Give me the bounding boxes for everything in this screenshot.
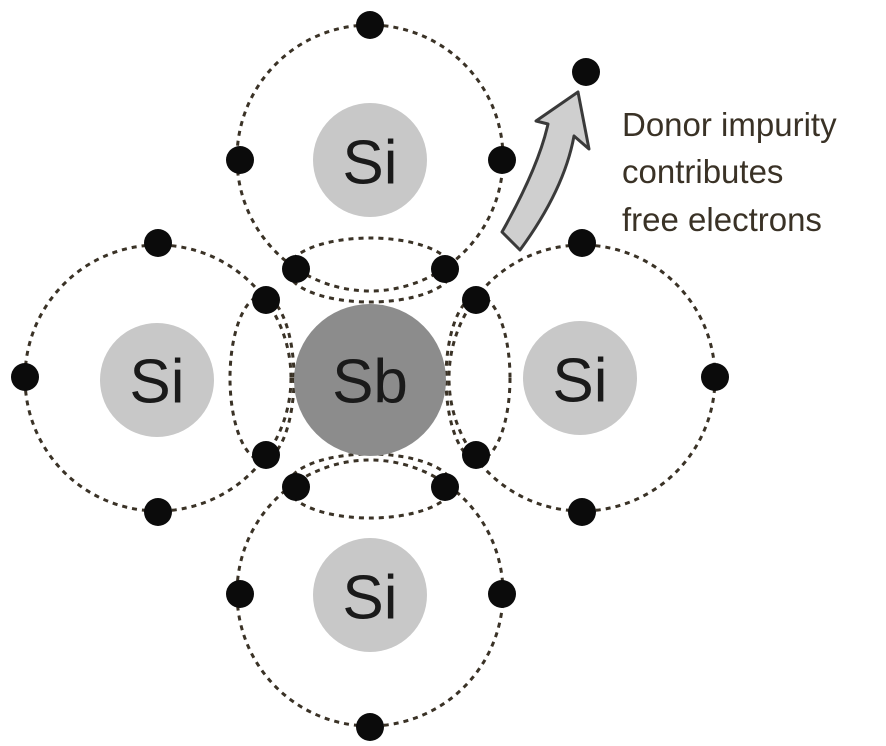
electron xyxy=(568,498,596,526)
bond-electron xyxy=(431,473,459,501)
electron xyxy=(11,363,39,391)
free-electron-arrow xyxy=(500,90,591,252)
electron xyxy=(568,229,596,257)
atom-right-si xyxy=(523,321,637,435)
electron xyxy=(226,146,254,174)
electrons xyxy=(11,11,729,741)
atom-bottom-si xyxy=(313,538,427,652)
bond-electron xyxy=(282,255,310,283)
atom-label-left: Si xyxy=(129,348,184,417)
bond-orbit-top xyxy=(286,236,454,304)
electron xyxy=(488,580,516,608)
bond-electron xyxy=(252,286,280,314)
bond-electron xyxy=(462,286,490,314)
electron xyxy=(356,11,384,39)
atom-label-right: Si xyxy=(552,347,607,416)
bond-electron xyxy=(282,473,310,501)
atom-label-center: Sb xyxy=(332,348,408,417)
orbit-left-si xyxy=(23,243,293,513)
caption-line-2: contributes xyxy=(622,153,783,190)
bond-orbit-left xyxy=(228,294,296,462)
caption: Donor impurity contributes free electron… xyxy=(622,106,837,238)
atom-top-si xyxy=(313,103,427,217)
electron xyxy=(144,229,172,257)
bond-electron xyxy=(252,441,280,469)
free-electron xyxy=(572,58,600,86)
caption-line-1: Donor impurity xyxy=(622,106,837,143)
bond-orbit-bottom xyxy=(286,452,454,520)
atoms xyxy=(100,103,637,652)
atom-label-top: Si xyxy=(342,129,397,198)
atom-label-bottom: Si xyxy=(342,564,397,633)
electron xyxy=(144,498,172,526)
electron xyxy=(701,363,729,391)
atom-left-si xyxy=(100,323,214,437)
caption-line-3: free electrons xyxy=(622,201,822,238)
atom-center-sb xyxy=(294,304,446,456)
electron xyxy=(488,146,516,174)
electron xyxy=(226,580,254,608)
bond-electron xyxy=(462,441,490,469)
bond-electron xyxy=(431,255,459,283)
bond-orbit-right xyxy=(444,294,512,462)
atom-labels: Si Si Sb Si Si xyxy=(129,129,607,633)
electron xyxy=(356,713,384,741)
